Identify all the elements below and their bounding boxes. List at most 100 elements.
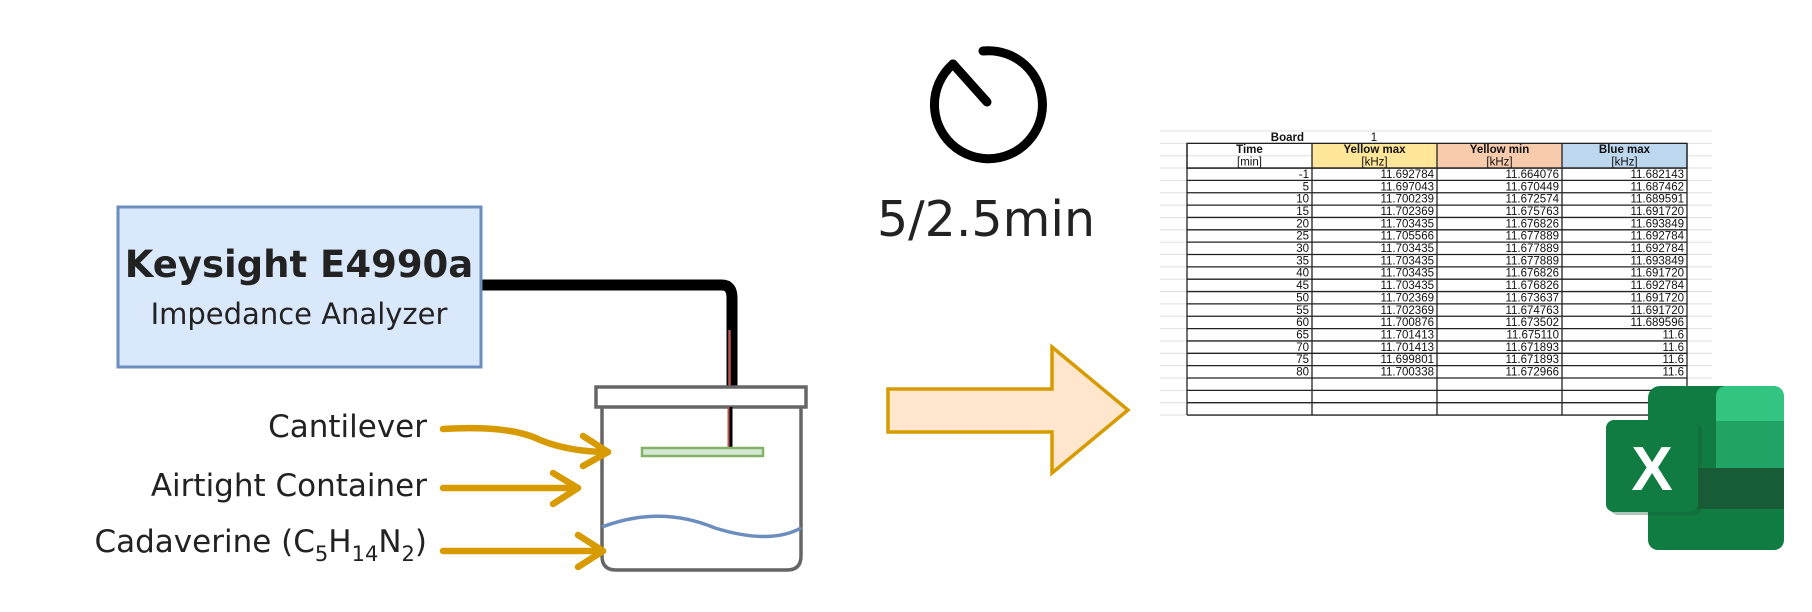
column-unit: [min]	[1237, 157, 1262, 169]
table-cell: 35	[1296, 255, 1309, 267]
cadaverine-arrowhead	[574, 531, 607, 571]
header-fill	[1437, 143, 1562, 169]
table-cell: 11.672574	[1505, 194, 1559, 206]
analyzer-cable	[482, 279, 738, 448]
table-cell: 11.675763	[1505, 206, 1559, 218]
stopwatch-icon	[930, 46, 1047, 164]
table-cell: 11.677889	[1505, 243, 1559, 255]
column-header: Blue max	[1599, 144, 1651, 156]
table-cell: 11.701413	[1380, 342, 1434, 354]
table-cell: 11.677889	[1505, 255, 1559, 267]
column-header: Time	[1236, 144, 1263, 156]
table-cell: 11.670449	[1505, 181, 1559, 193]
airtight-container	[594, 385, 808, 572]
table-cell: 11.673637	[1505, 292, 1559, 304]
table-cell: 11.691720	[1630, 305, 1684, 317]
cantilever-label: Cantilever	[268, 409, 427, 445]
table-cell: 11.682143	[1630, 169, 1684, 181]
cadaverine-liquid	[601, 514, 802, 539]
table-cell: 11.703435	[1380, 268, 1434, 280]
big-process-arrow	[886, 343, 1131, 477]
table-cell: 11.673502	[1505, 317, 1559, 329]
table-cell: 80	[1296, 367, 1309, 379]
table-cell: 11.702369	[1380, 292, 1434, 304]
table-cell: 11.699801	[1380, 354, 1434, 366]
cadaverine-label: Cadaverine (C5H14N2)	[94, 524, 427, 566]
table-cell: 11.703435	[1380, 255, 1434, 267]
table-cell: 11.703435	[1380, 280, 1434, 292]
table-cell: 11.6	[1662, 367, 1684, 379]
table-cell: 11.674763	[1505, 305, 1559, 317]
excel-logo-icon: X	[1606, 386, 1784, 550]
board-value: 1	[1371, 132, 1377, 144]
table-cell: 60	[1296, 317, 1309, 329]
table-cell: 11.705566	[1380, 231, 1434, 243]
table-cell: 11.677889	[1505, 231, 1559, 243]
table-cell: 11.692784	[1630, 243, 1684, 255]
table-cell: 5	[1303, 181, 1309, 193]
table-cell: 11.691720	[1630, 268, 1684, 280]
table-cell: 11.700239	[1380, 194, 1434, 206]
container-body	[600, 405, 803, 572]
table-cell: 11.703435	[1380, 243, 1434, 255]
table-cell: 55	[1296, 305, 1309, 317]
cantilever-arrow	[439, 424, 612, 456]
table-cell: 11.672966	[1505, 367, 1559, 379]
table-cell: 30	[1296, 243, 1309, 255]
table-cell: 11.675110	[1506, 329, 1559, 341]
column-header: Yellow min	[1470, 144, 1529, 156]
table-cell: 11.703435	[1380, 218, 1434, 230]
table-cell: 11.692784	[1380, 169, 1434, 181]
table-cell: 11.693849	[1630, 218, 1684, 230]
table-cell: 10	[1296, 194, 1309, 206]
analyzer-title: Keysight E4990a	[125, 243, 474, 286]
header-fill	[1312, 143, 1437, 169]
column-unit: [kHz]	[1611, 157, 1637, 169]
interval-label: 5/2.5min	[877, 191, 1095, 248]
container-arrowhead	[549, 469, 582, 508]
analyzer-subtitle: Impedance Analyzer	[151, 297, 448, 331]
table-cell: 11.689596	[1630, 317, 1684, 329]
table-cell: 11.691720	[1630, 292, 1684, 304]
impedance-analyzer-box: Keysight E4990a Impedance Analyzer	[116, 205, 483, 369]
table-cell: 75	[1296, 354, 1309, 366]
table-cell: 70	[1296, 342, 1309, 354]
column-header: Yellow max	[1343, 144, 1406, 156]
container-label: Airtight Container	[151, 468, 427, 504]
table-cell: 11.702369	[1380, 206, 1434, 218]
table-cell: 11.697043	[1380, 181, 1434, 193]
table-cell: 50	[1296, 292, 1309, 304]
cantilever-arrowhead	[579, 432, 612, 470]
table-cell: 11.700876	[1380, 317, 1434, 329]
table-cell: -1	[1299, 169, 1309, 181]
table-cell: 11.692784	[1630, 231, 1684, 243]
table-cell: 20	[1296, 218, 1309, 230]
table-cell: 65	[1296, 329, 1309, 341]
table-cell: 15	[1296, 206, 1309, 218]
board-label: Board	[1271, 132, 1304, 144]
table-cell: 11.687462	[1630, 181, 1684, 193]
table-cell: 11.671893	[1505, 342, 1559, 354]
table-cell: 11.689591	[1630, 194, 1684, 206]
table-cell: 40	[1296, 268, 1309, 280]
table-cell: 11.676826	[1505, 280, 1559, 292]
column-unit: [kHz]	[1361, 157, 1387, 169]
cantilever-beam	[640, 446, 765, 458]
table-cell: 11.692784	[1630, 280, 1684, 292]
table-cell: 11.664076	[1505, 169, 1559, 181]
excel-logo-letter: X	[1631, 435, 1672, 504]
table-cell: 11.6	[1662, 342, 1684, 354]
table-cell: 11.671893	[1505, 354, 1559, 366]
table-cell: 11.676826	[1505, 218, 1559, 230]
table-cell: 11.691720	[1630, 206, 1684, 218]
table-cell: 11.701413	[1380, 329, 1434, 341]
table-cell: 11.676826	[1505, 268, 1559, 280]
column-unit: [kHz]	[1486, 157, 1512, 169]
table-cell: 11.702369	[1380, 305, 1434, 317]
table-cell: 11.700338	[1380, 367, 1434, 379]
table-cell: 11.6	[1662, 354, 1684, 366]
table-cell: 11.693849	[1630, 255, 1684, 267]
container-lid	[594, 385, 808, 409]
